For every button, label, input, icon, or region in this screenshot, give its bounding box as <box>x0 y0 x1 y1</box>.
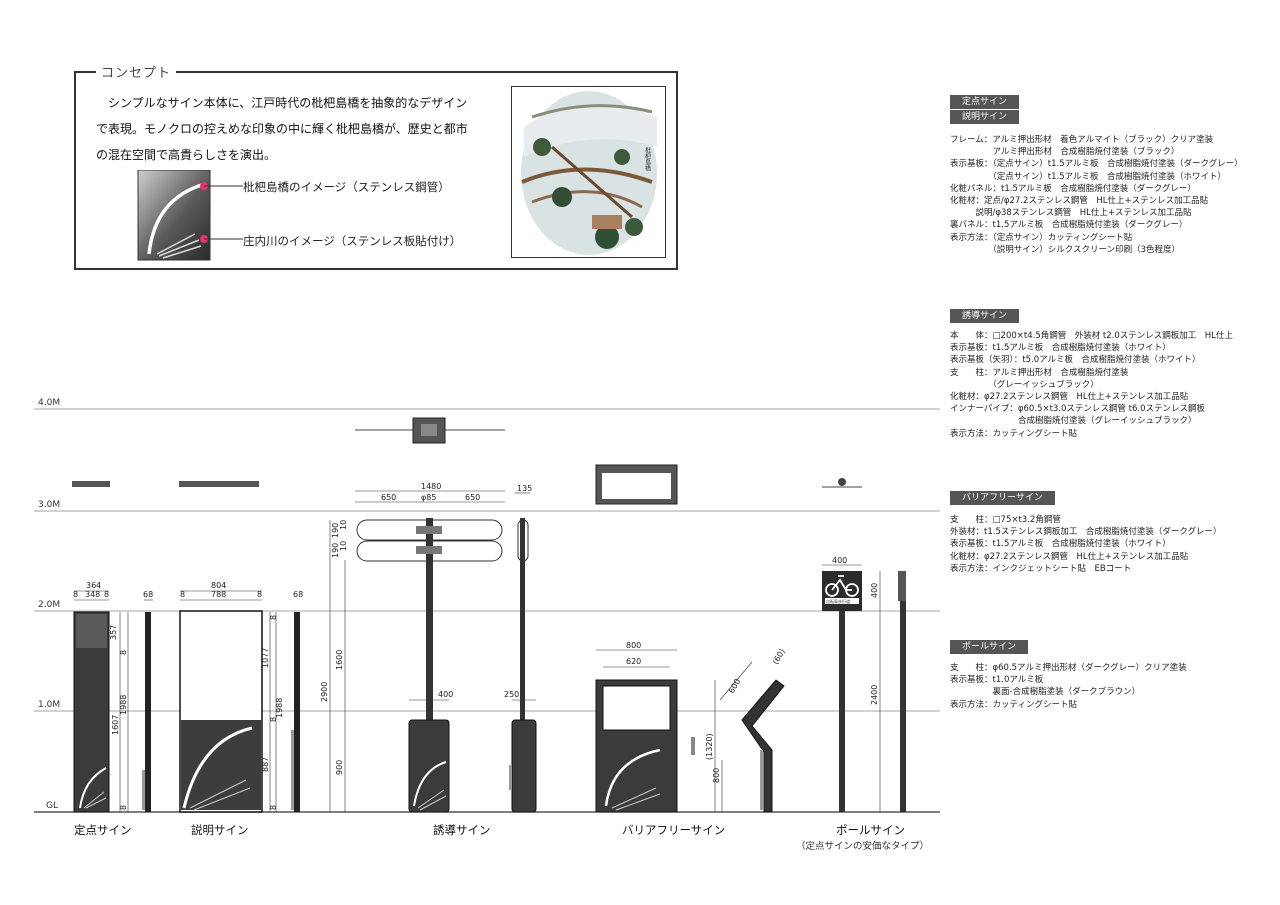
setsumei-sign <box>179 481 300 813</box>
dim-yudo-side: 135 <box>517 484 532 493</box>
dim-teiten-e2: 8 <box>104 590 109 599</box>
yudo-spec: 本 体：□200×t4.5角鋼管 外装材 t2.0ステンレス鋼板加工 HL仕上 … <box>950 331 1233 439</box>
caption-setsumei: 説明サイン <box>191 823 249 837</box>
concept-line-3: の混在空間で高貴らしさを演出。 <box>96 148 277 162</box>
level-gl: GL <box>46 801 58 811</box>
level-4m: 4.0M <box>38 398 60 408</box>
dim-bf-ang: (60) <box>771 647 787 666</box>
dim-pole-panel: 400 <box>870 583 879 598</box>
dim-bf-low: 800 <box>712 768 721 783</box>
pole-spec: 支 柱：φ60.5アルミ押出形材（ダークグレー）クリア塗装 表示基板：t1.0ア… <box>950 663 1187 710</box>
dim-teiten-h5: 8 <box>119 805 128 810</box>
bridge-mark-illustration <box>137 170 211 261</box>
concept-line-2: で表現。モノクロの控えめな印象の中に輝く枇杷島橋が、歴史と都市 <box>96 122 468 136</box>
dim-pole-h: 2400 <box>870 685 879 705</box>
dim-yudo-l: 650 <box>381 493 396 502</box>
dim-teiten-side: 68 <box>143 590 153 599</box>
concept-box <box>74 71 678 270</box>
caption-pole: ポールサイン <box>836 823 905 837</box>
dim-bf-w: 800 <box>626 641 641 650</box>
teiten-sign <box>72 481 153 813</box>
dim-teiten-h1: 357 <box>109 625 118 640</box>
ukiyoe-image: 枇杷島橋 <box>511 86 666 258</box>
dim-yudo-h-up: 1600 <box>335 650 344 670</box>
dim-setsumei-e1: 8 <box>180 590 185 599</box>
dim-setsumei-side: 68 <box>293 590 303 599</box>
barrier-tag: バリアフリーサイン <box>950 491 1055 505</box>
dim-yudo-a3: 190 <box>331 543 340 558</box>
yudo-sign <box>329 417 537 813</box>
dim-teiten-w: 364 <box>86 581 101 590</box>
level-1m: 1.0M <box>38 700 60 710</box>
photo-caption: 枇杷島橋 <box>644 146 651 172</box>
callout-bridge-label: 枇杷島橋のイメージ（ステンレス鋼管） <box>243 180 450 194</box>
dim-setsumei-h4: 1988 <box>275 698 284 718</box>
teiten-tag: 定点サイン <box>950 95 1020 109</box>
pole-sign <box>822 478 906 812</box>
caption-teiten: 定点サイン <box>74 823 132 837</box>
callout-river-label: 庄内川のイメージ（ステンレス板貼付け） <box>243 234 462 248</box>
dim-yudo-a4: 10 <box>339 541 348 551</box>
dim-setsumei-h1: 8 <box>269 615 278 620</box>
dim-setsumei-e2: 8 <box>257 590 262 599</box>
dim-teiten-in: 348 <box>85 590 100 599</box>
barrier-spec: 支 柱：□75×t3.2角鋼管 外装材：t1.5ステンレス鋼板加工 合成樹脂焼付… <box>950 515 1222 574</box>
dim-yudo-c: φ85 <box>421 493 436 502</box>
dim-setsumei-h2: 1077 <box>261 648 270 668</box>
dim-bf-h: (1320) <box>705 733 714 760</box>
level-3m: 3.0M <box>38 500 60 510</box>
callout-lines <box>200 182 243 243</box>
concept-text: シンプルなサイン本体に、江戸時代の枇杷島橋を抽象的なデザイン で表現。モノクロの… <box>96 90 491 168</box>
dim-yudo-base2: 250 <box>504 690 519 699</box>
dim-yudo-h-total: 2900 <box>320 682 329 702</box>
dim-teiten-e1: 8 <box>73 590 78 599</box>
concept-line-1: シンプルなサイン本体に、江戸時代の枇杷島橋を抽象的なデザイン <box>96 96 468 110</box>
dim-setsumei-h6: 8 <box>269 805 278 810</box>
dim-yudo-total: 1480 <box>421 482 441 491</box>
caption-pole-sub: （定点サインの安価なタイプ） <box>796 841 930 852</box>
pole-tag: ポールサイン <box>950 640 1029 654</box>
dim-teiten-h4: 1988 <box>119 695 128 715</box>
concept-title: コンセプト <box>96 62 177 81</box>
dim-teiten-h3: 1607 <box>111 715 120 735</box>
dim-pole-w: 400 <box>832 556 847 565</box>
elevation-drawing: 4.0M 3.0M 2.0M 1.0M GL 364 8 348 8 68 35… <box>34 398 940 813</box>
setsumei-tag: 説明サイン <box>950 110 1020 124</box>
dim-bf-in: 620 <box>626 657 641 666</box>
dim-setsumei-h5: 887 <box>261 757 270 772</box>
dim-yudo-r: 650 <box>465 493 480 502</box>
level-2m: 2.0M <box>38 600 60 610</box>
dim-yudo-base: 400 <box>438 690 453 699</box>
dim-setsumei-in: 788 <box>211 590 226 599</box>
pole-panel-label: 自転車歩行道 <box>826 598 850 604</box>
dim-yudo-h-low: 900 <box>335 760 344 775</box>
teiten-spec: フレーム：アルミ押出形材 着色アルマイト（ブラック）クリア塗装 アルミ押出形材 … <box>950 135 1243 255</box>
caption-barrier: バリアフリーサイン <box>622 823 726 837</box>
dim-teiten-h2: 8 <box>119 650 128 655</box>
level-lines <box>34 408 940 813</box>
dim-setsumei-w: 804 <box>211 581 226 590</box>
dim-setsumei-h3: 8 <box>269 717 278 722</box>
dim-yudo-a1: 190 <box>331 523 340 538</box>
dim-yudo-a2: 10 <box>339 520 348 530</box>
dim-bf-slant: 600 <box>727 677 742 695</box>
ukiyoe-illustration: 枇杷島橋 <box>521 91 657 255</box>
yudo-tag: 誘導サイン <box>950 309 1020 323</box>
barrier-free-sign <box>595 464 785 813</box>
caption-yudo: 誘導サイン <box>433 823 491 837</box>
